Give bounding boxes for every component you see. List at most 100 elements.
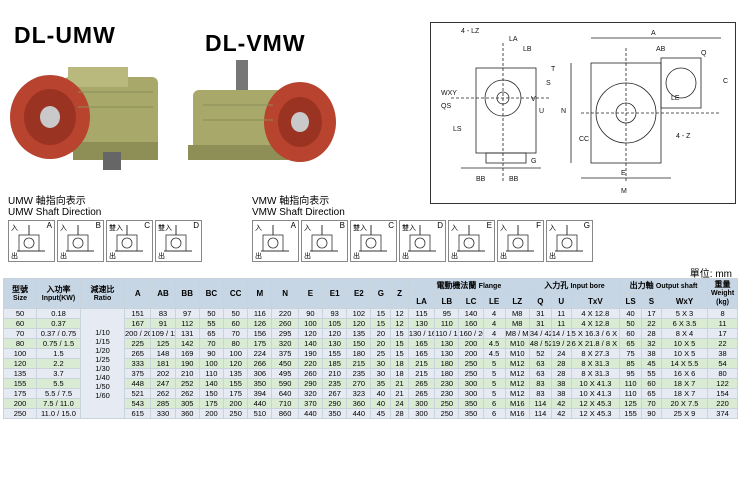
table-cell: 175 [3, 388, 37, 399]
table-cell: M12 [504, 368, 530, 379]
table-cell: 38 [550, 378, 572, 389]
table-cell: 290 [297, 378, 324, 389]
table-cell: 4 [482, 318, 506, 329]
table-cell: 48 / 52 [528, 338, 552, 349]
table-cell: 130 / 165 [407, 328, 436, 339]
table-cell: 140 [458, 308, 484, 319]
table-cell: 114 [528, 398, 552, 409]
drawing-label: T [551, 66, 556, 73]
umw-direction-heading: UMW 軸指向表示 UMW Shaft Direction [8, 196, 101, 218]
table-cell: 130 [434, 348, 460, 359]
table-cell: 15 [390, 328, 409, 339]
unit-label: 單位: mm [689, 269, 732, 280]
header-TxV: TxV [570, 293, 621, 309]
table-cell: 440 [297, 408, 324, 419]
table-cell: 100 [297, 318, 324, 329]
direction-in-label: 入 [11, 225, 18, 232]
table-cell: 285 [150, 398, 176, 409]
table-cell: 114 [528, 408, 552, 419]
table-cell: 18 X 7 [660, 378, 709, 389]
table-cell: 156 [247, 328, 273, 339]
gearbox-outline-icon [17, 225, 45, 252]
table-cell: 167 [123, 318, 152, 329]
table-cell: 130 [322, 338, 348, 349]
table-cell: 22 [641, 318, 662, 329]
umw-gearbox-photo [10, 67, 158, 170]
table-cell: 6 X 21.8 / 8 X 27.3 [570, 338, 621, 349]
drawing-label: LA [509, 36, 518, 43]
table-cell: 65 [619, 338, 643, 349]
table-cell: 10 X 41.3 [570, 388, 621, 399]
header-Z: Z [390, 278, 409, 309]
direction-out-label: 出 [500, 253, 507, 260]
direction-letter: G [583, 221, 590, 230]
table-cell: 5 X 16.3 / 6 X 21.8 [570, 328, 621, 339]
table-cell: 165 [407, 338, 436, 349]
table-cell: 80 [223, 338, 249, 349]
drawing-label: AB [656, 46, 666, 53]
table-cell: 70 [223, 328, 249, 339]
table-cell: 17 [641, 308, 662, 319]
table-cell: 235 [322, 378, 348, 389]
table-cell: 60 [223, 318, 249, 329]
direction-in-label: 入 [500, 225, 507, 232]
table-cell: 6 X 3.5 [660, 318, 709, 329]
table-cell: 50 [223, 308, 249, 319]
table-cell: 495 [271, 368, 299, 379]
table-cell: 28 [641, 328, 662, 339]
ratio-value: 1/15 [95, 336, 110, 346]
direction-out-label: 出 [451, 253, 458, 260]
umw-direction-zh: UMW 軸指向表示 [8, 196, 86, 207]
drawing-label: E [621, 170, 626, 177]
drawing-label: C [723, 78, 728, 85]
direction-out-label: 出 [402, 253, 409, 260]
table-cell: 4.5 [482, 348, 506, 359]
table-cell: 440 [247, 398, 273, 409]
drawing-label: LB [523, 46, 532, 53]
table-cell: M8 [504, 308, 530, 319]
table-cell: 42 [550, 398, 572, 409]
table-cell: 543 [123, 398, 152, 409]
table-cell: 250 [458, 368, 484, 379]
drawing-label: V [531, 96, 536, 103]
gearbox-outline-icon [261, 225, 289, 252]
direction-letter: D [193, 221, 199, 230]
table-cell: 710 [271, 398, 299, 409]
title-vmw: DL-VMW [205, 30, 306, 56]
table-cell: 102 [346, 308, 372, 319]
table-cell: 202 [150, 368, 176, 379]
table-cell: 25 [370, 348, 392, 359]
table-cell: 200 [198, 408, 225, 419]
table-cell: 70 [641, 398, 662, 409]
table-cell: 266 [247, 358, 273, 369]
table-cell: 160 / 200 [458, 328, 484, 339]
direction-out-label: 出 [60, 253, 67, 260]
table-cell: 83 [528, 388, 552, 399]
table-cell: 190 [297, 348, 324, 359]
table-cell: M12 [504, 388, 530, 399]
direction-in-label: 雙入 [353, 225, 367, 232]
table-cell: 85 [619, 358, 643, 369]
table-cell: 10 X 5 [660, 348, 709, 359]
table-cell: 510 [247, 408, 273, 419]
table-cell: 323 [346, 388, 372, 399]
drawing-label: BB [476, 176, 486, 183]
table-cell: 50 [619, 318, 643, 329]
direction-out-label: 出 [255, 253, 262, 260]
header-flange: 電動機法蘭 Flange [407, 278, 530, 294]
table-cell: 215 [346, 358, 372, 369]
table-cell: 15 [370, 318, 392, 329]
table-cell: M12 [504, 358, 530, 369]
table-cell: 80 [3, 338, 37, 349]
table-cell: 32 [641, 338, 662, 349]
table-cell: 224 [247, 348, 273, 359]
table-cell: 150 [198, 388, 225, 399]
table-cell: 65 [641, 388, 662, 399]
direction-in-label: 入 [549, 225, 556, 232]
direction-out-label: 出 [109, 253, 116, 260]
table-cell: 12 [390, 308, 409, 319]
gearbox-outline-icon [457, 225, 485, 252]
